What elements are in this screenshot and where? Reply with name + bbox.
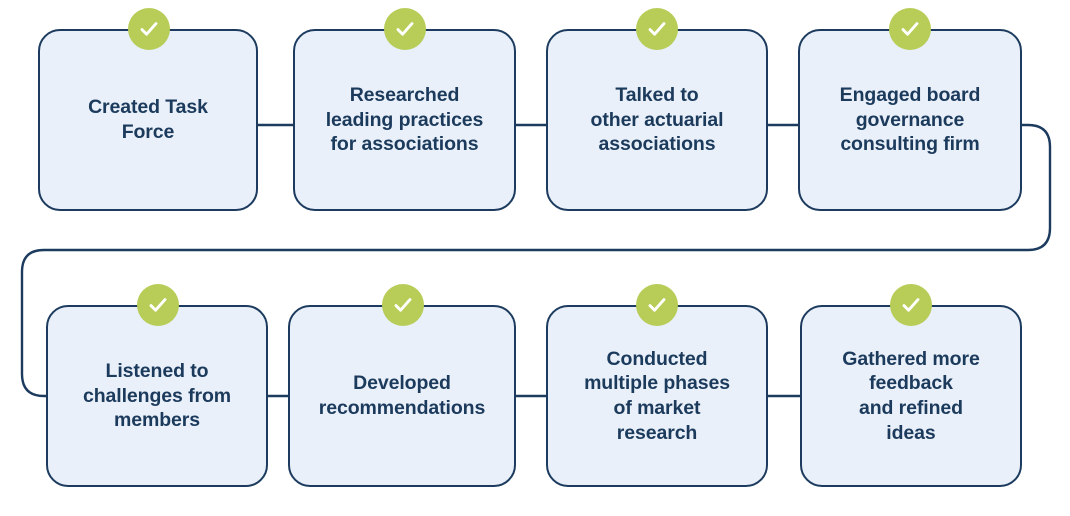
check-mark-icon	[648, 22, 666, 36]
process-step-7[interactable]: Conducted multiple phases of market rese…	[546, 305, 768, 487]
check-circle-icon	[128, 8, 170, 50]
check-mark-icon	[149, 298, 167, 312]
process-step-6[interactable]: Developed recommendations	[288, 305, 516, 487]
process-step-2[interactable]: Researched leading practices for associa…	[293, 29, 516, 211]
check-mark-icon	[140, 22, 158, 36]
process-step-1[interactable]: Created Task Force	[38, 29, 258, 211]
process-step-label: Researched leading practices for associa…	[325, 83, 484, 156]
process-step-label: Engaged board governance consulting firm	[839, 83, 981, 156]
check-mark-icon	[902, 298, 920, 312]
process-step-label: Gathered more feedback and refined ideas	[842, 347, 980, 444]
check-circle-icon	[636, 8, 678, 50]
check-mark-icon	[394, 298, 412, 312]
check-circle-icon	[890, 284, 932, 326]
check-circle-icon	[889, 8, 931, 50]
process-step-4[interactable]: Engaged board governance consulting firm	[798, 29, 1022, 211]
process-step-3[interactable]: Talked to other actuarial associations	[546, 29, 768, 211]
process-step-label: Conducted multiple phases of market rese…	[584, 347, 730, 444]
process-step-label: Talked to other actuarial associations	[590, 83, 724, 156]
process-step-label: Listened to challenges from members	[82, 359, 232, 432]
check-circle-icon	[636, 284, 678, 326]
process-step-5[interactable]: Listened to challenges from members	[46, 305, 268, 487]
check-mark-icon	[396, 22, 414, 36]
check-circle-icon	[382, 284, 424, 326]
check-mark-icon	[901, 22, 919, 36]
process-step-8[interactable]: Gathered more feedback and refined ideas	[800, 305, 1022, 487]
check-mark-icon	[648, 298, 666, 312]
process-step-label: Created Task Force	[88, 96, 208, 143]
check-circle-icon	[384, 8, 426, 50]
process-step-label: Developed recommendations	[318, 372, 486, 419]
check-circle-icon	[137, 284, 179, 326]
